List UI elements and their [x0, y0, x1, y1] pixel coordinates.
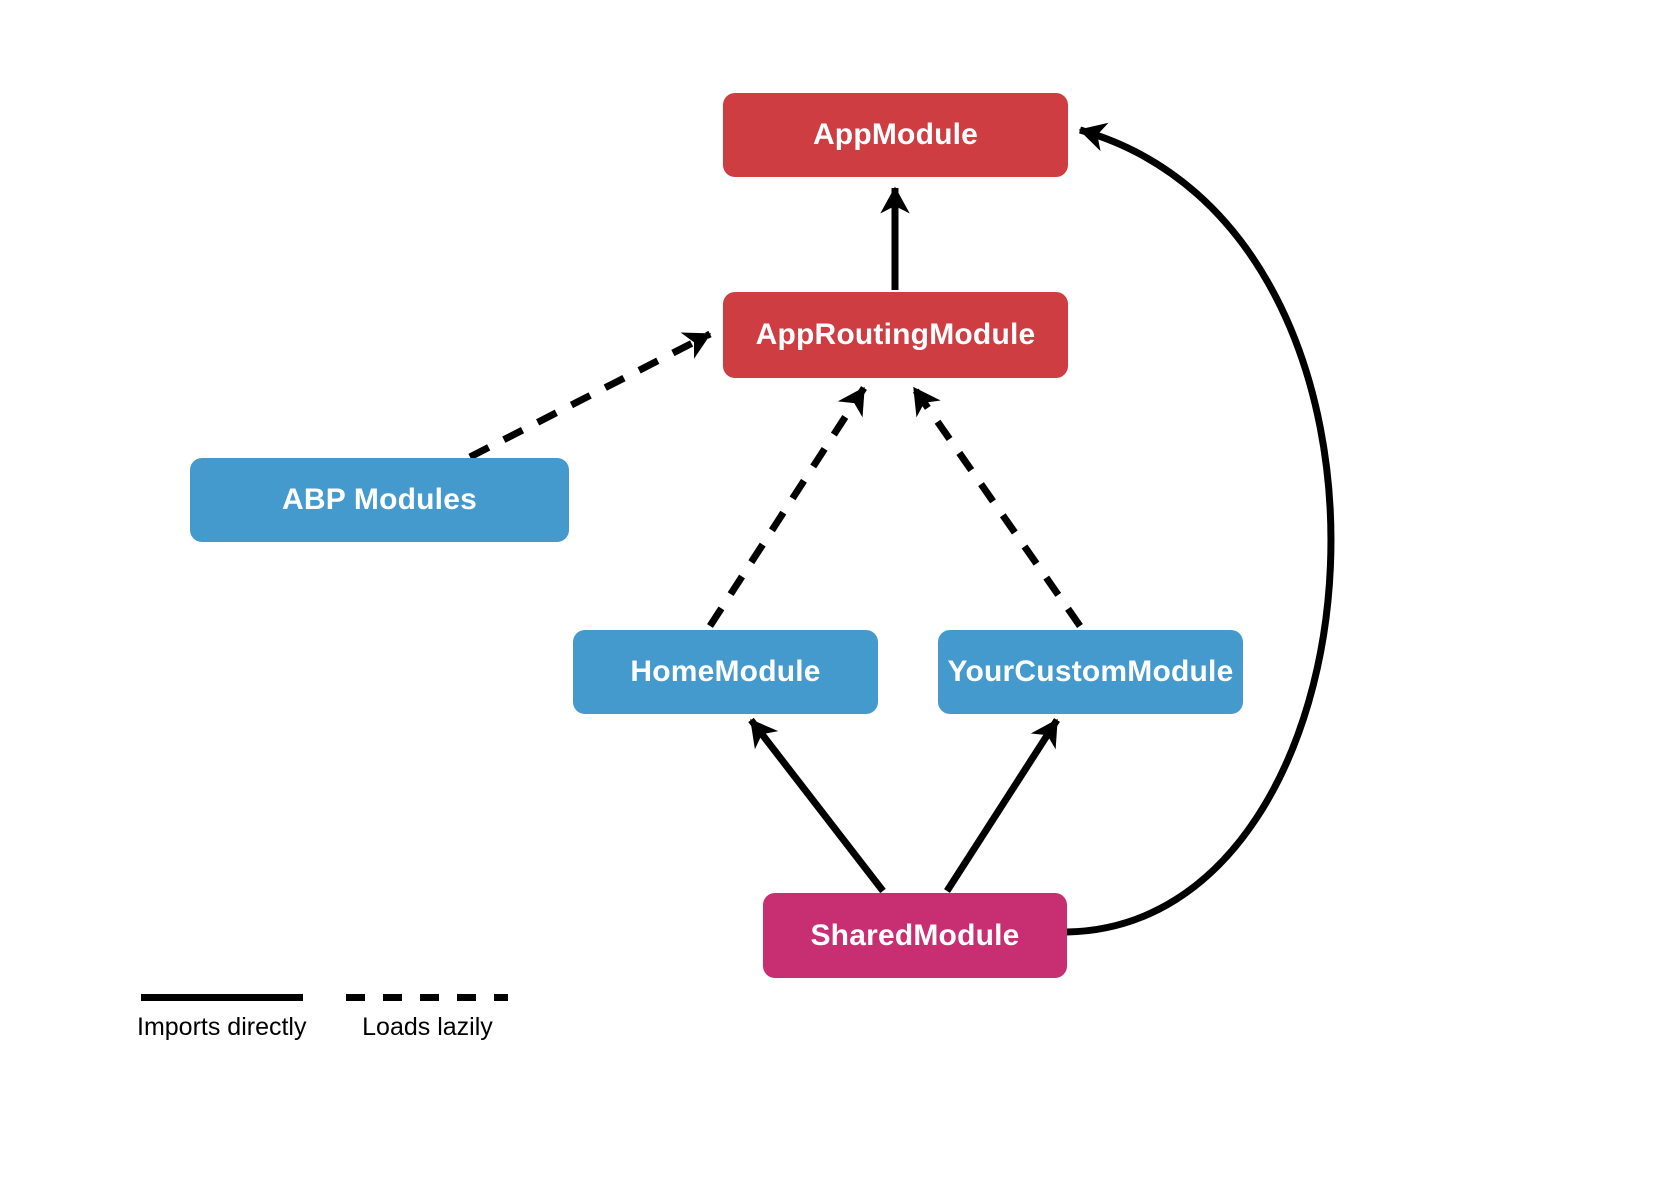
- node-sharedmodule: SharedModule: [763, 893, 1067, 978]
- edge-sharedmodule-to-homemodule: [748, 717, 886, 894]
- legend-dashed-label: Loads lazily: [362, 1013, 493, 1041]
- node-yourcustommodule: YourCustomModule: [938, 630, 1243, 714]
- edge-homemodule-to-approutingmodule: [707, 386, 867, 628]
- node-abpmodules-label: ABP Modules: [281, 483, 477, 516]
- node-homemodule: HomeModule: [573, 630, 878, 714]
- edge-yourcustommodule-to-approutingmodule: [911, 385, 1083, 629]
- legend: Imports directly Loads lazily: [137, 988, 509, 1042]
- node-approutingmodule-label: AppRoutingModule: [755, 318, 1036, 351]
- legend-item-imports-directly: Imports directly: [137, 988, 306, 1042]
- node-approutingmodule: AppRoutingModule: [723, 292, 1068, 378]
- node-homemodule-label: HomeModule: [630, 655, 821, 688]
- node-appmodule-label: AppModule: [812, 118, 979, 151]
- edge-sharedmodule-to-appmodule-curved: [1066, 122, 1335, 936]
- legend-solid-label: Imports directly: [137, 1013, 307, 1041]
- node-sharedmodule-label: SharedModule: [810, 918, 1020, 952]
- edge-abpmodules-to-approutingmodule: [468, 330, 712, 461]
- legend-dashed-line-sample: [346, 994, 509, 1001]
- edge-sharedmodule-to-yourcustommodule: [944, 718, 1060, 893]
- legend-solid-line-sample: [140, 994, 303, 1001]
- node-appmodule: AppModule: [723, 93, 1068, 177]
- node-abpmodules: ABP Modules: [190, 458, 569, 542]
- legend-item-loads-lazily: Loads lazily: [346, 988, 509, 1042]
- node-yourcustommodule-label: YourCustomModule: [947, 655, 1234, 688]
